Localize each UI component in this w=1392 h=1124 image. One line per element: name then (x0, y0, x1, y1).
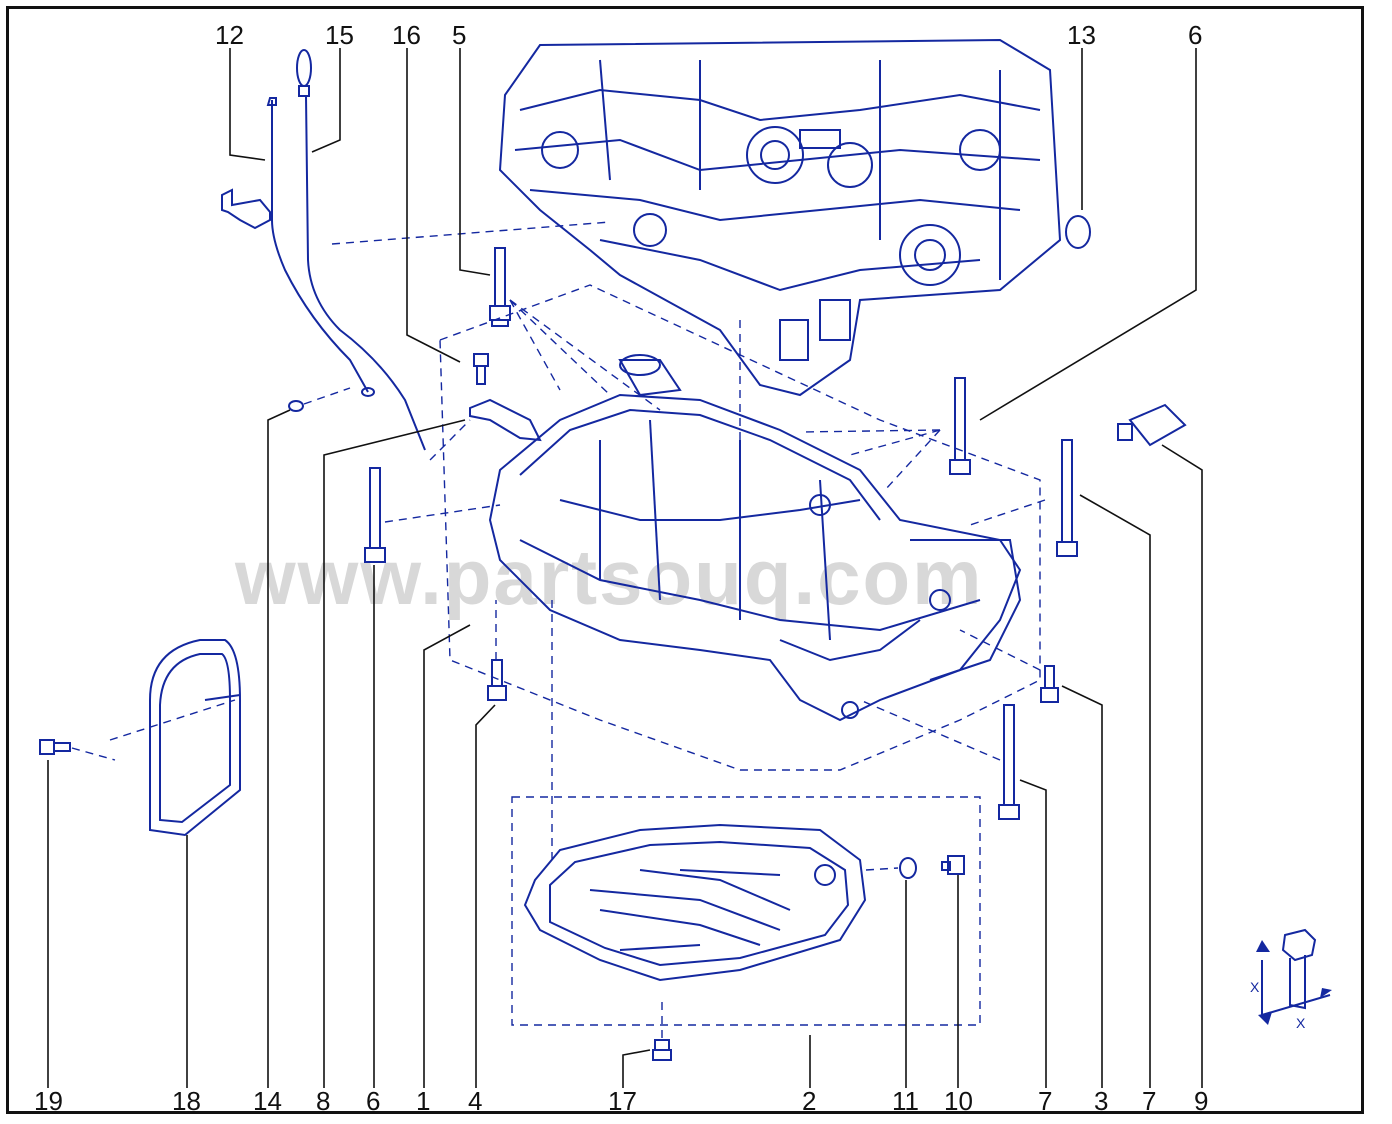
callout-6-top: 6 (1188, 20, 1202, 50)
callout-10: 10 (944, 1086, 973, 1116)
callout-7-upper: 7 (1142, 1086, 1156, 1116)
torque-symbol-x1: X (1250, 979, 1260, 995)
callout-6-bottom: 6 (366, 1086, 380, 1116)
torque-spec-symbol: X X (1250, 928, 1332, 1031)
bolt-6-right (949, 377, 971, 475)
bolt-5 (489, 247, 511, 327)
dipstick (296, 49, 426, 451)
o-ring-14 (288, 400, 304, 412)
bolt-7-upper (1056, 439, 1078, 557)
upper-oil-pan (488, 354, 1022, 722)
dipstick-tube (221, 97, 375, 397)
oil-strainer (149, 639, 241, 837)
o-ring-13 (1065, 215, 1091, 249)
callout-labels: 12 15 16 5 13 6 19 18 14 8 6 1 4 17 2 11… (34, 20, 1208, 1116)
callout-17: 17 (608, 1086, 637, 1116)
callout-12: 12 (215, 20, 244, 50)
leader-lines (47, 48, 1203, 1088)
bolt-4 (487, 659, 507, 701)
callout-15: 15 (325, 20, 354, 50)
callout-5: 5 (452, 20, 466, 50)
callout-1: 1 (416, 1086, 430, 1116)
callout-14: 14 (253, 1086, 282, 1116)
bolt-16 (473, 353, 489, 385)
callout-8: 8 (316, 1086, 330, 1116)
engine-block (498, 38, 1062, 397)
sealant-tube-9 (1117, 403, 1187, 447)
bolt-3 (1040, 665, 1059, 703)
callout-16: 16 (392, 20, 421, 50)
callout-7-lower: 7 (1038, 1086, 1052, 1116)
washer-11 (899, 857, 917, 879)
bolt-6-left (364, 467, 386, 563)
callout-2: 2 (802, 1086, 816, 1116)
bracket-8 (469, 398, 542, 442)
callout-3: 3 (1094, 1086, 1108, 1116)
watermark-text: www.partsouq.com (234, 533, 984, 621)
callout-11: 11 (892, 1086, 919, 1116)
drain-plug-10 (941, 855, 965, 875)
bolt-7-lower (998, 704, 1020, 820)
bolt-17 (652, 1039, 672, 1061)
lower-oil-pan (523, 823, 867, 982)
lower-pan-box (511, 796, 981, 1026)
callout-19: 19 (34, 1086, 63, 1116)
callout-13: 13 (1067, 20, 1096, 50)
torque-symbol-x2: X (1296, 1015, 1306, 1031)
bolt-19 (39, 739, 71, 755)
callout-4: 4 (468, 1086, 482, 1116)
callout-18: 18 (172, 1086, 201, 1116)
callout-9: 9 (1194, 1086, 1208, 1116)
